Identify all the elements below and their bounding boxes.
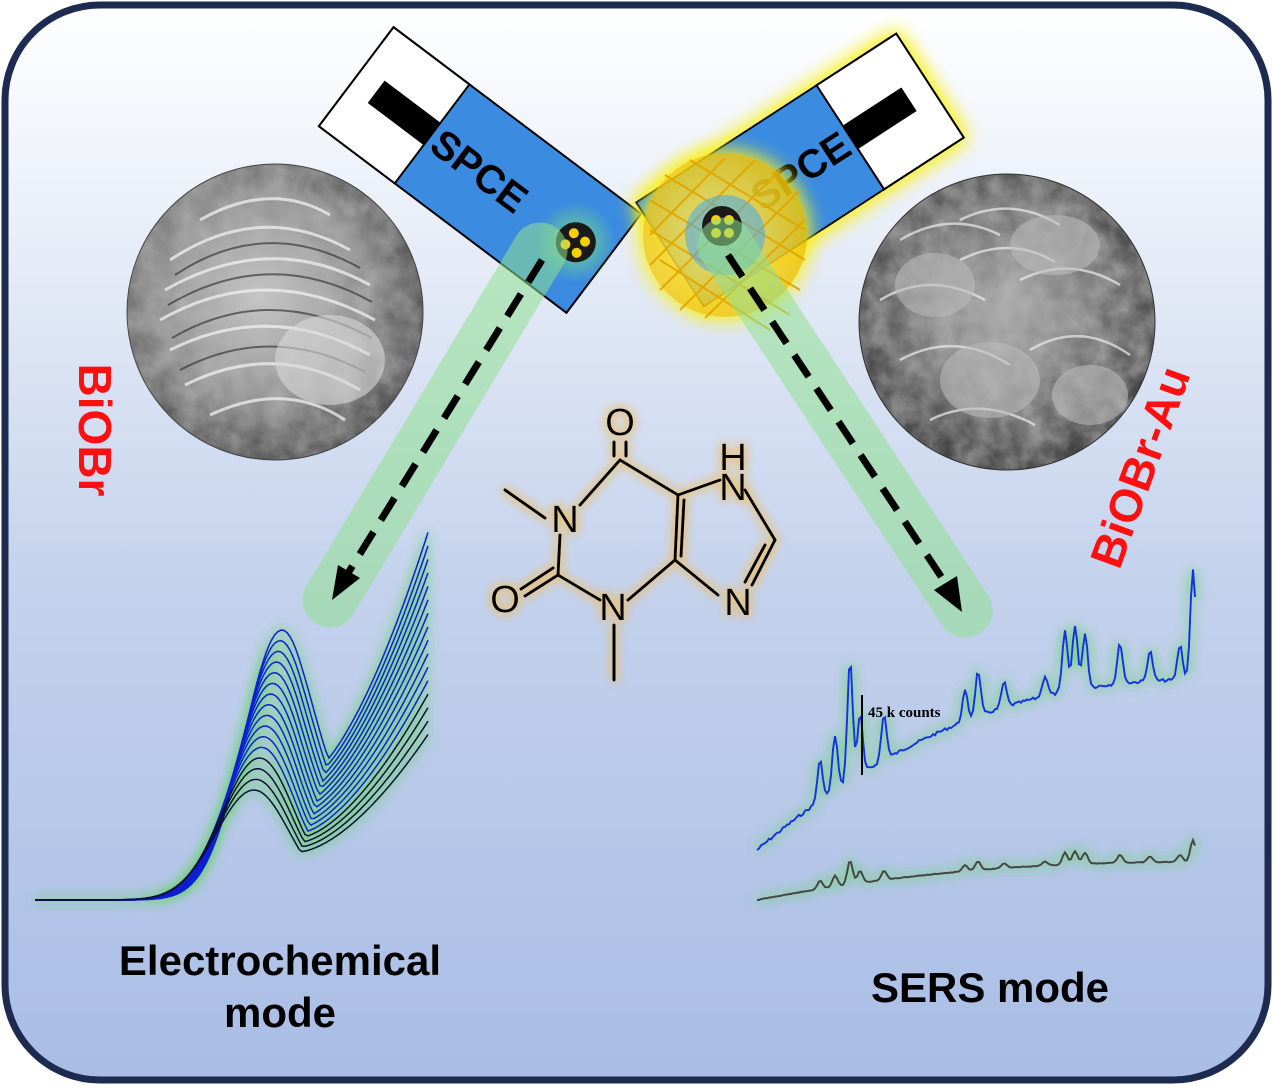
arrow-left [332,258,545,600]
material-label-biobr: BiOBr [69,363,121,497]
atom-n7: N [719,467,746,509]
atom-h7: H [719,437,746,479]
arrow-right [725,253,962,612]
sers-spectrum-biobr-au [756,569,1196,851]
sers-spectra: 45 k counts [756,569,1196,902]
scale-bar-label: 45 k counts [868,705,941,721]
atom-o-top: O [605,402,635,444]
sem-image-biobr-au [858,173,1156,471]
sers-mode-label: SERS mode [870,964,1110,1011]
theophylline-molecule: O O N N N H N [490,402,777,682]
atom-n1: N [551,499,578,541]
electrochemical-voltammograms [35,532,429,901]
cv-curve [35,734,429,901]
sers-spectrum-biobr [756,837,1196,902]
atom-n3: N [599,587,626,629]
atom-o-left: O [490,579,520,621]
atom-n9: N [724,582,751,624]
electrochemical-mode-label: Electrochemical mode [70,935,490,1039]
mode-label-line1: Electrochemical [118,937,442,984]
mode-label-line2: mode [223,989,336,1036]
sem-image-biobr [126,163,424,461]
